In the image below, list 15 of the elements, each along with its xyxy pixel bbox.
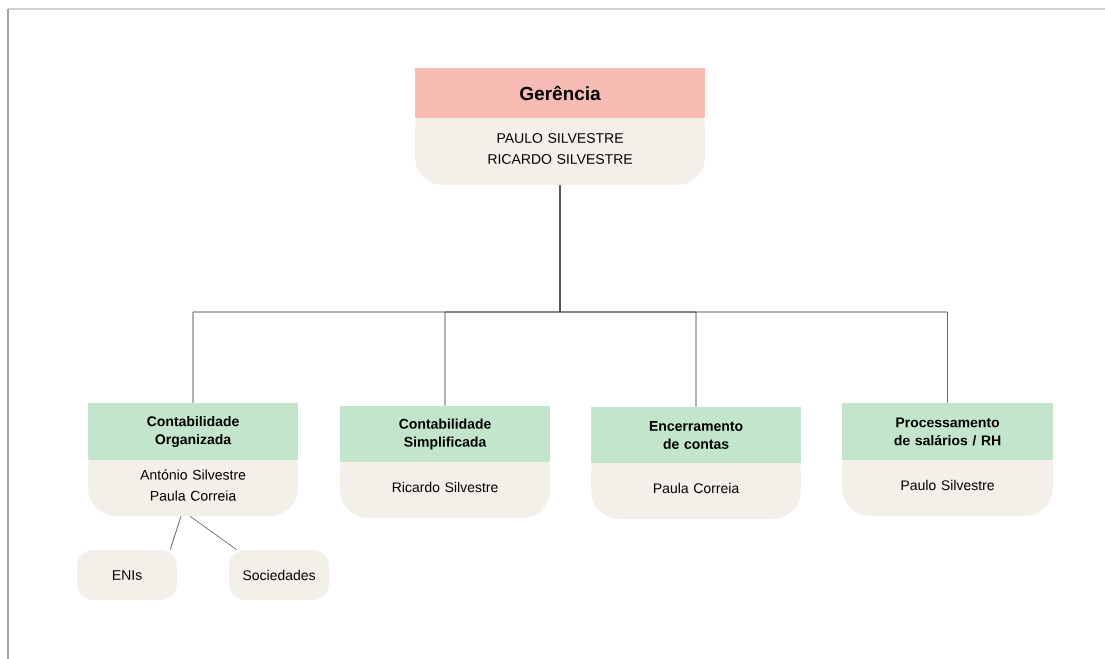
org-card: Processamento de salários / RH Paulo Silvestre xyxy=(842,403,1053,516)
connector-line xyxy=(189,515,238,551)
org-card: Contabilidade Organizada António Silvestre Paula Correia xyxy=(88,403,298,516)
node-label: Contabilidade xyxy=(399,418,491,429)
org-card: Gerência PAULO SILVESTRE RICARDO SILVESTRE xyxy=(415,68,705,185)
node-label: Gerência xyxy=(520,85,601,101)
rounded-box: ENIs xyxy=(77,550,177,600)
rounded-box: Sociedades xyxy=(229,550,329,600)
org-card: Encerramento de contas Paula Correia xyxy=(591,407,801,519)
node-label: Contabilidade xyxy=(147,415,239,427)
node-label: Processamento xyxy=(896,417,1000,428)
org-card: Contabilidade Simplificada Ricardo Silvestre xyxy=(340,406,550,518)
connector-line xyxy=(169,515,182,551)
node-label: Encerramento xyxy=(649,421,743,431)
connector-line xyxy=(559,184,948,404)
